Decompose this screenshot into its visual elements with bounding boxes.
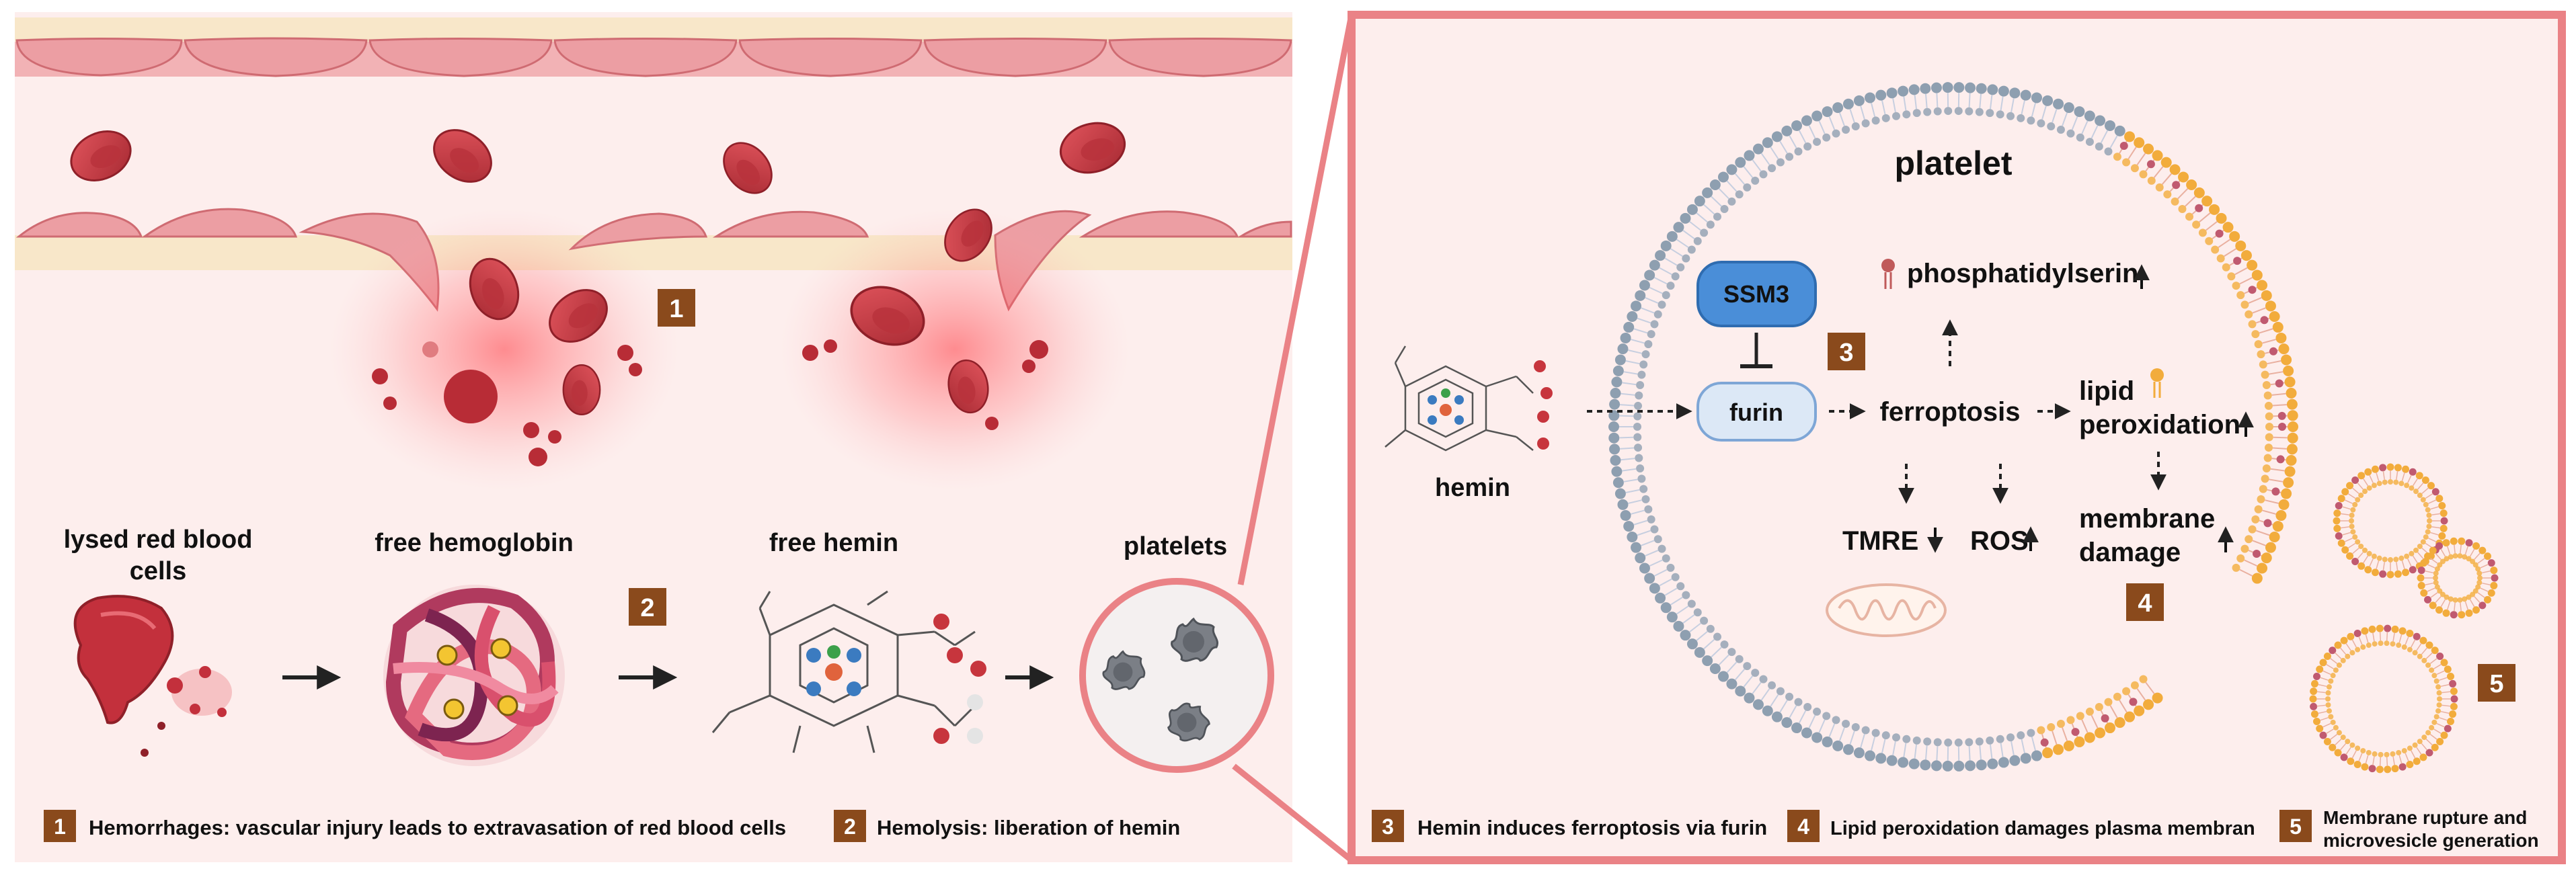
zoom-connector-top xyxy=(1237,14,1355,585)
platelets-magnifier xyxy=(1079,578,1274,773)
badge-number: 3 xyxy=(1382,815,1394,839)
zoom-connector-bottom xyxy=(1232,763,1354,863)
legend-item-2: 2 Hemolysis: liberation of hemin xyxy=(834,810,1180,842)
badge-number: 2 xyxy=(640,594,654,622)
legend-text: Hemin induces ferroptosis via furin xyxy=(1417,816,1767,839)
endothelial-cells-top xyxy=(15,37,1292,77)
legend-item-5: 5 Membrane rupture and microvesicle gene… xyxy=(2279,807,2539,851)
legend-item-4: 4 Lipid peroxidation damages plasma memb… xyxy=(1787,810,2255,842)
badge-number: 5 xyxy=(2290,815,2302,839)
hemin-molecule-icon xyxy=(711,590,986,753)
tmre-label: TMRE xyxy=(1842,526,1918,556)
label-lysed-line2: cells xyxy=(130,557,187,585)
step-badge-1: 1 xyxy=(658,289,695,327)
lipid-peroxidation-line1: lipid xyxy=(2079,376,2134,406)
legend-text-line2: microvesicle generation xyxy=(2323,830,2539,851)
badge-number: 4 xyxy=(2138,589,2152,618)
label-platelets: platelets xyxy=(1124,532,1227,560)
badge-number: 5 xyxy=(2489,670,2503,698)
ros-label: ROS xyxy=(1970,526,2029,556)
right-panel: platelet hemin xyxy=(1348,11,2566,864)
inhibition-bar xyxy=(1740,333,1772,368)
hemorrhage-glow xyxy=(329,208,679,491)
left-panel: 1 lysed red blood cells free hemoglobin … xyxy=(15,12,1292,862)
legend-item-3: 3 Hemin induces ferroptosis via furin xyxy=(1372,810,1767,842)
lipid-icon xyxy=(2150,368,2164,398)
hemin-molecule-icon xyxy=(1384,345,1553,452)
badge-number: 1 xyxy=(669,295,683,323)
label-free-hemin: free hemin xyxy=(769,529,898,557)
legend-text: Hemorrhages: vascular injury leads to ex… xyxy=(89,816,786,839)
badge-number: 1 xyxy=(54,815,66,839)
badge-number: 3 xyxy=(1839,339,1853,367)
legend-text: Hemolysis: liberation of hemin xyxy=(877,816,1180,839)
zoom-frame xyxy=(1348,11,2566,864)
membrane-damage-line1: membrane xyxy=(2079,504,2215,534)
lysed-cell-icon xyxy=(73,595,232,757)
ssm3-label: SSM3 xyxy=(1723,280,1789,308)
step-badge-2: 2 xyxy=(629,588,666,626)
hemorrhage-glow xyxy=(780,208,1130,491)
ferroptosis-label: ferroptosis xyxy=(1880,397,2021,427)
legend-item-1: 1 Hemorrhages: vascular injury leads to … xyxy=(44,810,786,842)
badge-number: 4 xyxy=(1797,815,1809,839)
step-badge-4: 4 xyxy=(2126,583,2164,621)
furin-label: furin xyxy=(1729,399,1783,426)
legend-text: Lipid peroxidation damages plasma membra… xyxy=(1830,818,2255,839)
membrane-damage-line2: damage xyxy=(2079,538,2181,567)
label-free-hemoglobin: free hemoglobin xyxy=(375,529,574,557)
badge-number: 2 xyxy=(844,815,856,839)
furin-box: furin xyxy=(1696,382,1817,442)
step-badge-5: 5 xyxy=(2478,664,2515,702)
cell-debris xyxy=(372,339,1048,466)
lipid-icon xyxy=(1881,259,1895,289)
hemin-label: hemin xyxy=(1435,474,1510,502)
platelet-membrane xyxy=(1608,82,2298,772)
hemoglobin-icon xyxy=(383,585,565,766)
ssm3-box: SSM3 xyxy=(1696,261,1817,327)
legend-text-line1: Membrane rupture and xyxy=(2323,807,2527,828)
mitochondrion-icon xyxy=(1826,583,1947,637)
lipid-peroxidation-line2: peroxidation xyxy=(2079,410,2240,440)
microvesicle-icon xyxy=(2309,463,2499,774)
step-badge-3: 3 xyxy=(1828,333,1865,370)
label-lysed-line1: lysed red blood xyxy=(64,526,253,554)
platelet-title: platelet xyxy=(1894,144,2012,182)
phosphatidylserin-label: phosphatidylserin xyxy=(1907,259,2139,288)
